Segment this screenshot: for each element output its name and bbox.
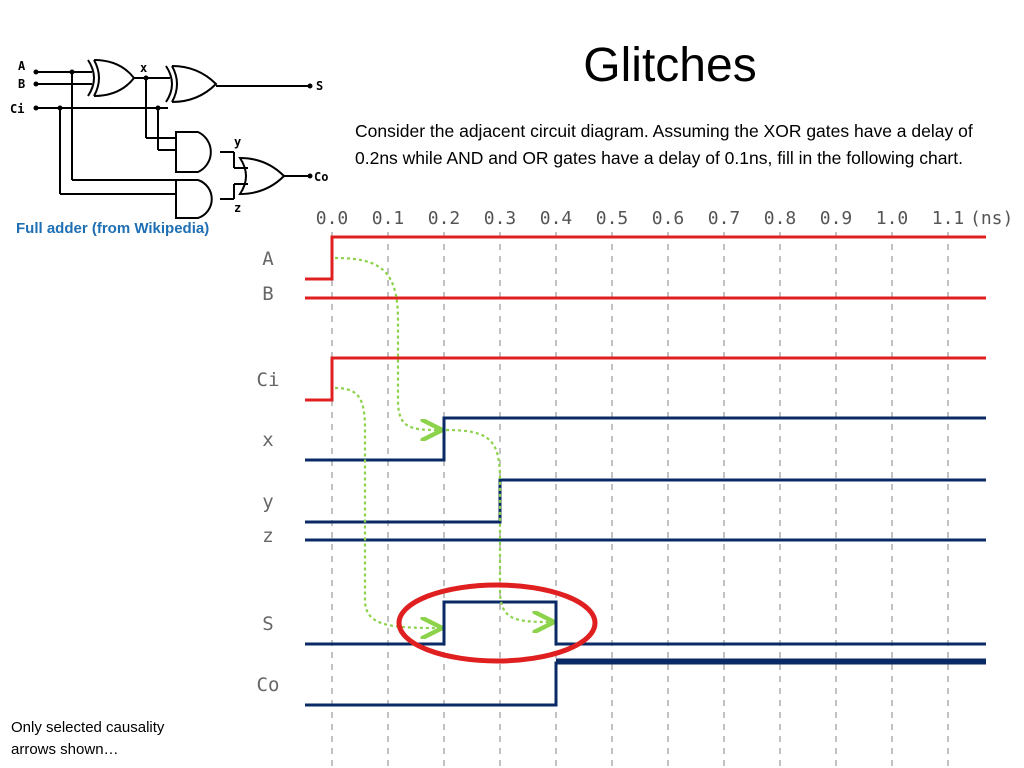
output-s-label: S	[316, 79, 323, 93]
problem-description: Consider the adjacent circuit diagram. A…	[355, 121, 973, 168]
causality-arrow	[334, 256, 438, 430]
time-tick-label: 1.0	[876, 208, 909, 229]
signal-label-s: S	[262, 613, 273, 635]
causality-arrow	[334, 386, 438, 628]
signal-label-x: x	[262, 429, 273, 451]
signal-label-co: Co	[257, 674, 280, 696]
time-tick-label: 0.2	[428, 208, 461, 229]
input-b-label: B	[18, 77, 25, 91]
signal-label-a: A	[262, 248, 274, 270]
signal-label-y: y	[262, 491, 273, 513]
input-a-label: A	[18, 59, 26, 73]
time-tick-label: 0.6	[652, 208, 685, 229]
input-ci-label: Ci	[10, 102, 24, 116]
time-tick-label: 0.7	[708, 208, 741, 229]
node-z-label: z	[234, 201, 241, 215]
signal-label-z: z	[262, 525, 273, 547]
signal-label-b: B	[262, 283, 273, 305]
node-y-label: y	[234, 135, 241, 149]
waveform-co	[305, 661, 986, 707]
causality-note: Only selected causality arrows shown…	[11, 719, 165, 758]
time-tick-label: 0.5	[596, 208, 629, 229]
output-co-label: Co	[314, 170, 328, 184]
page-title: Glitches	[583, 39, 757, 92]
time-tick-label: 1.1	[932, 208, 965, 229]
waveform-ci	[305, 356, 986, 402]
time-unit-label: (ns)	[970, 208, 1013, 229]
time-tick-label: 0.4	[540, 208, 573, 229]
circuit-caption: Full adder (from Wikipedia)	[16, 220, 210, 237]
time-tick-label: 0.9	[820, 208, 853, 229]
waveform-x	[305, 416, 986, 462]
glitch-highlight-ellipse	[396, 582, 598, 664]
time-tick-label: 0.8	[764, 208, 797, 229]
causality-arrow	[445, 428, 550, 622]
time-tick-label: 0.3	[484, 208, 517, 229]
node-x-label: x	[140, 61, 147, 75]
full-adder-circuit: A B Ci x y z S Co	[10, 59, 328, 219]
waveform-y	[305, 478, 986, 524]
waveform-a	[305, 235, 986, 281]
signal-label-ci: Ci	[257, 369, 280, 391]
waveform-s	[305, 600, 986, 646]
time-tick-label: 0.1	[372, 208, 405, 229]
